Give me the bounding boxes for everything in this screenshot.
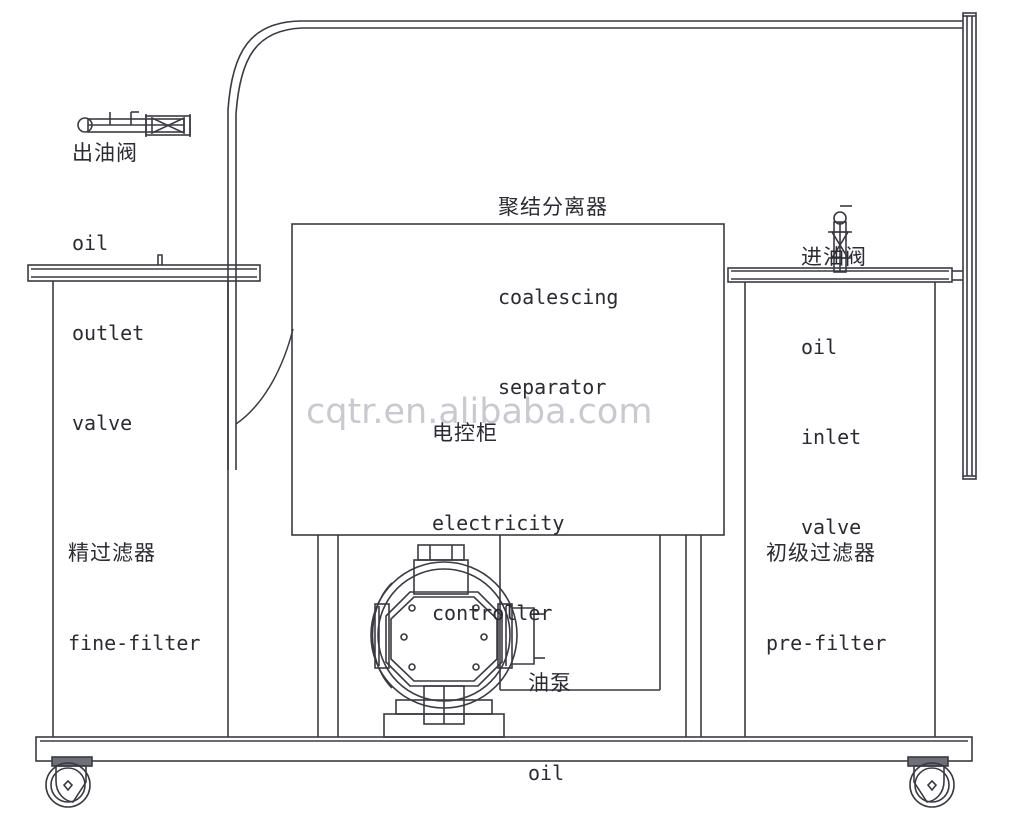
- label-fine-filter-cn: 精过滤器: [68, 541, 156, 565]
- caster-wheel-left: [45, 762, 91, 808]
- fine-filter-vessel: [27, 254, 261, 737]
- label-oil-outlet-valve: 出油阀 oil outlet valve: [72, 78, 144, 498]
- label-electricity-controller-en1: electricity: [432, 511, 565, 535]
- label-oil-pump-en1: oil: [528, 761, 565, 785]
- label-fine-filter: 精过滤器 fine-filter: [68, 478, 200, 718]
- label-electricity-controller-en2: controller: [432, 601, 553, 625]
- label-electricity-controller: 电控柜 electricity controller: [432, 358, 564, 688]
- label-oil-inlet-valve-en3: valve: [801, 515, 862, 539]
- label-oil-outlet-valve-cn: 出油阀: [72, 141, 138, 165]
- label-electricity-controller-cn: 电控柜: [432, 421, 498, 445]
- electricity-controller-cabinet: [291, 223, 725, 536]
- label-coalescing-separator-en2: separator: [498, 375, 607, 399]
- oil-pump-assembly: [370, 544, 545, 738]
- label-coalescing-separator: 聚结分离器 coalescing separator: [498, 132, 618, 462]
- label-oil-inlet-valve: 进油阀 oil inlet valve: [801, 182, 867, 602]
- label-coalescing-separator-cn: 聚结分离器: [498, 195, 608, 219]
- label-oil-inlet-valve-en2: inlet: [801, 425, 862, 449]
- vertical-riser-pipe: [952, 12, 977, 480]
- label-fine-filter-en1: fine-filter: [68, 631, 201, 655]
- oil-outlet-valve: [77, 111, 191, 137]
- coalescing-separator-body: [227, 20, 963, 470]
- label-coalescing-separator-en1: coalescing: [498, 285, 619, 309]
- label-pre-filter-cn: 初级过滤器: [766, 541, 876, 565]
- label-pre-filter-en1: pre-filter: [766, 631, 887, 655]
- label-oil-inlet-valve-cn: 进油阀: [801, 245, 867, 269]
- label-oil-pump-cn: 油泵: [528, 671, 572, 695]
- label-oil-pump: 油泵 oil pump: [528, 608, 579, 814]
- label-oil-outlet-valve-en1: oil: [72, 231, 109, 255]
- separator-downpipe: [235, 328, 294, 425]
- label-pre-filter: 初级过滤器 pre-filter: [766, 478, 886, 718]
- label-oil-inlet-valve-en1: oil: [801, 335, 838, 359]
- oil-inlet-valve: [828, 205, 852, 273]
- chassis-frame: [35, 736, 973, 767]
- label-oil-outlet-valve-en3: valve: [72, 411, 133, 435]
- caster-wheel-right: [909, 762, 955, 808]
- label-oil-outlet-valve-en2: outlet: [72, 321, 145, 345]
